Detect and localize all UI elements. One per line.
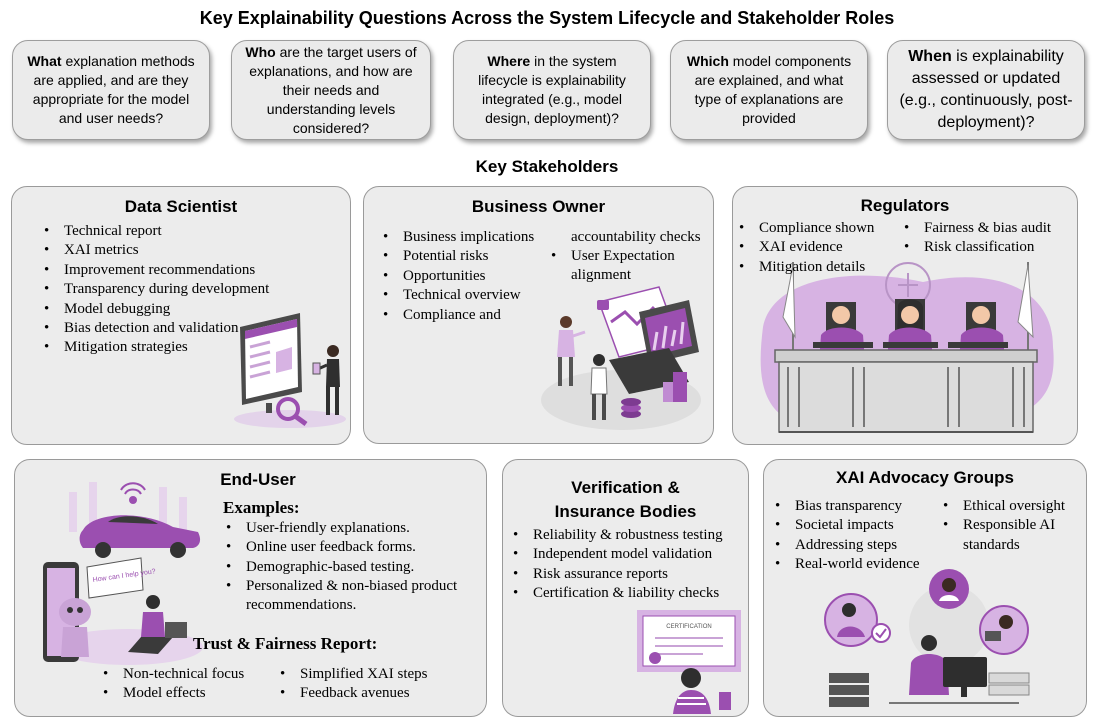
list-item: Risk classification	[902, 238, 1051, 258]
community-illustration	[824, 569, 1030, 707]
list-item: Bias transparency	[773, 497, 920, 517]
list-item: Societal impacts	[773, 516, 920, 536]
list-item: Real-world evidence	[773, 555, 920, 575]
report-right-list: Simplified XAI steps Feedback avenues	[278, 665, 428, 704]
list-item-continuation: standards	[963, 537, 1020, 553]
question-which: Which model components are explained, an…	[670, 40, 868, 140]
court-illustration	[760, 262, 1054, 433]
panel-title-line2: Insurance Bodies	[554, 502, 697, 521]
question-text: are the target users of explanations, an…	[249, 43, 417, 136]
list-item: Compliance shown	[737, 219, 874, 239]
examples-list: User-friendly explanations. Online user …	[224, 519, 457, 597]
question-keyword: What	[27, 53, 62, 69]
stakeholders-title: Key Stakeholders	[475, 157, 619, 176]
list-item: Addressing steps	[773, 536, 920, 556]
list-item: User-friendly explanations.	[224, 519, 457, 539]
panel-data-scientist: Data Scientist Technical report XAI metr…	[11, 186, 351, 445]
question-keyword: Which	[686, 53, 729, 69]
list-item: XAI metrics	[42, 241, 269, 261]
question-when: When is explainability assessed or updat…	[887, 40, 1085, 140]
list-item: Reliability & robustness testing	[511, 526, 723, 546]
question-text: is explainability assessed or updated (e…	[899, 48, 1073, 131]
question-keyword: Who	[245, 43, 276, 60]
list-item: Non-technical focus	[101, 665, 244, 685]
list-item: Technical report	[42, 222, 269, 242]
list-item: Responsible AI	[941, 516, 1065, 536]
examples-title: Examples:	[223, 498, 300, 517]
report-left-list: Non-technical focus Model effects	[101, 665, 244, 704]
list-item: Model debugging	[42, 300, 269, 320]
list-item: Bias detection and validation	[42, 319, 269, 339]
question-where: Where in the system lifecycle is explain…	[453, 40, 651, 140]
list-item: Model effects	[101, 684, 244, 704]
list-item: Personalized & non-biased product	[224, 577, 457, 597]
advocacy-left-list: Bias transparency Societal impacts Addre…	[773, 497, 920, 575]
list-item: Demographic-based testing.	[224, 558, 457, 578]
certificate-text: CERTIFICATION	[666, 624, 711, 630]
regulators-right-list: Fairness & bias audit Risk classificatio…	[902, 219, 1051, 258]
list-item: Technical overview	[381, 286, 534, 306]
list-item: XAI evidence	[737, 238, 874, 258]
question-what: What explanation methods are applied, an…	[12, 40, 210, 140]
advocacy-right-list: Ethical oversight Responsible AI	[941, 497, 1065, 536]
panel-end-user: How can I help you? End-User Examples: U…	[14, 459, 487, 717]
list-item: Feedback avenues	[278, 684, 428, 704]
list-item-continuation: accountability checks	[571, 229, 701, 245]
list-item: Compliance and	[381, 306, 534, 326]
main-title: Key Explainability Questions Across the …	[199, 8, 895, 28]
question-keyword: Where	[487, 53, 531, 69]
list-item: Independent model validation	[511, 545, 723, 565]
panel-advocacy: XAI Advocacy Groups Bias transparency So…	[763, 459, 1087, 717]
panel-title: Business Owner	[471, 197, 606, 216]
list-item: Transparency during development	[42, 280, 269, 300]
question-text: model components are explained, and what…	[694, 53, 852, 126]
panel-verification: Verification & Insurance Bodies Reliabil…	[502, 459, 749, 717]
list-item: Certification & liability checks	[511, 584, 723, 604]
list-item-continuation: recommendations.	[246, 597, 357, 613]
question-who: Who are the target users of explanations…	[231, 40, 431, 140]
list-item-continuation: alignment	[571, 267, 631, 283]
business-analytics-illustration	[541, 286, 701, 430]
list-item: Opportunities	[381, 267, 534, 287]
verification-list: Reliability & robustness testing Indepen…	[511, 526, 723, 604]
panel-title: End-User	[220, 470, 296, 489]
panel-regulators: Regulators Compliance shown XAI evidence…	[732, 186, 1078, 445]
list-item: User Expectation	[549, 247, 675, 267]
list-item: Business implications	[381, 228, 534, 248]
list-item: Fairness & bias audit	[902, 219, 1051, 239]
panel-title: Data Scientist	[124, 197, 238, 216]
panel-business-owner: Business Owner Business implications Pot…	[363, 186, 714, 444]
panel-title: XAI Advocacy Groups	[836, 468, 1014, 487]
list-item: Mitigation strategies	[42, 338, 269, 358]
regulators-left-list: Compliance shown XAI evidence Mitigation…	[737, 219, 874, 278]
list-item: Improvement recommendations	[42, 261, 269, 281]
panel-title: Regulators	[860, 196, 950, 215]
dashboard-illustration	[234, 313, 346, 428]
report-title: Trust & Fairness Report:	[193, 634, 378, 653]
list-item: Online user feedback forms.	[224, 538, 457, 558]
list-item: Potential risks	[381, 247, 534, 267]
question-text: explanation methods are applied, and are…	[32, 53, 195, 126]
certificate-illustration: CERTIFICATION	[637, 610, 741, 714]
business-owner-right-list: User Expectation	[549, 247, 675, 267]
list-item: Ethical oversight	[941, 497, 1065, 517]
panel-title-line1: Verification &	[571, 478, 680, 497]
list-item: Mitigation details	[737, 258, 874, 278]
business-owner-left-list: Business implications Potential risks Op…	[381, 228, 534, 325]
question-text: in the system lifecycle is explainabilit…	[478, 53, 626, 126]
end-user-illustration: How can I help you?	[43, 482, 203, 665]
list-item: Risk assurance reports	[511, 565, 723, 585]
data-scientist-list: Technical report XAI metrics Improvement…	[42, 222, 269, 358]
list-item: Simplified XAI steps	[278, 665, 428, 685]
question-keyword: When	[908, 48, 952, 65]
